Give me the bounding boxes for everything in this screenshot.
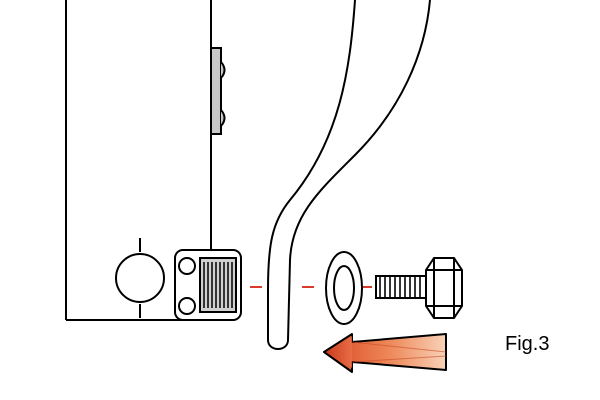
clamp-ring — [115, 238, 165, 318]
arrow-left-icon — [323, 333, 447, 373]
bolt — [375, 257, 463, 319]
mounting-bracket — [210, 47, 226, 135]
washer — [325, 251, 363, 325]
figure-label: Fig.3 — [505, 333, 550, 355]
slotted-block — [174, 249, 242, 321]
leg-bracket — [267, 0, 431, 350]
